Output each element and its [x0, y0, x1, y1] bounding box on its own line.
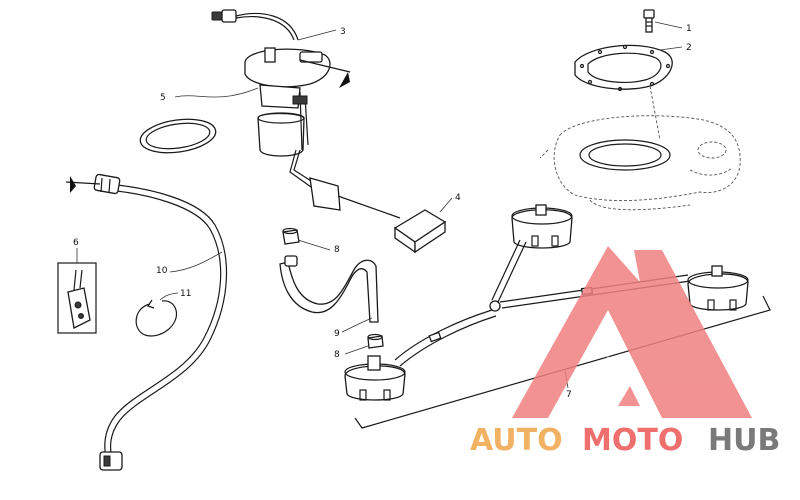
leader-4	[439, 197, 453, 213]
fuel-pump-module	[211, 9, 401, 219]
watermark-moto: MOTO	[582, 423, 683, 458]
callout-2: 2	[686, 43, 692, 53]
leader-11	[159, 292, 179, 301]
sleeve-part-8-upper	[282, 227, 300, 245]
leader-5	[174, 87, 259, 98]
callout-5: 5	[160, 93, 166, 103]
callout-11: 11	[180, 289, 191, 299]
callout-7: 7	[566, 390, 572, 400]
callout-10: 10	[156, 266, 168, 276]
hose-part-9	[279, 255, 379, 323]
sensor-part-6	[57, 262, 97, 334]
callout-1: 1	[686, 24, 692, 34]
leader-9	[341, 317, 373, 333]
direction-arrow-top	[339, 72, 350, 88]
assembly-guide-line	[649, 85, 661, 141]
callout-9: 9	[334, 329, 340, 339]
leader-1	[654, 21, 683, 29]
callout-4: 4	[455, 193, 461, 203]
leader-8-upper	[297, 239, 331, 251]
direction-arrow-left	[70, 176, 76, 193]
watermark-hub: HUB	[708, 423, 780, 458]
callout-8-lower: 8	[334, 350, 340, 360]
leader-3	[297, 29, 337, 41]
float-part-4	[393, 209, 447, 254]
leader-10	[169, 251, 223, 273]
seal-ring-part-5	[139, 118, 217, 154]
bolt-part-1	[643, 9, 655, 33]
leader-8-lower	[344, 345, 369, 355]
callout-6: 6	[73, 238, 79, 248]
watermark-auto: AUTO	[470, 423, 563, 458]
callout-8-upper: 8	[334, 245, 340, 255]
vent-valve-assembly-part-7	[344, 204, 749, 401]
clip-part-11	[135, 299, 178, 337]
callout-3: 3	[340, 27, 346, 37]
fuel-line-part-10	[93, 173, 228, 471]
sleeve-part-8-lower	[367, 333, 384, 349]
watermark-text: AUTO MOTO HUB	[470, 423, 780, 458]
flange-ring-part-2	[574, 44, 673, 92]
fuel-tank-outline	[539, 115, 741, 211]
leader-2	[659, 46, 683, 51]
watermark-logo	[512, 246, 752, 418]
